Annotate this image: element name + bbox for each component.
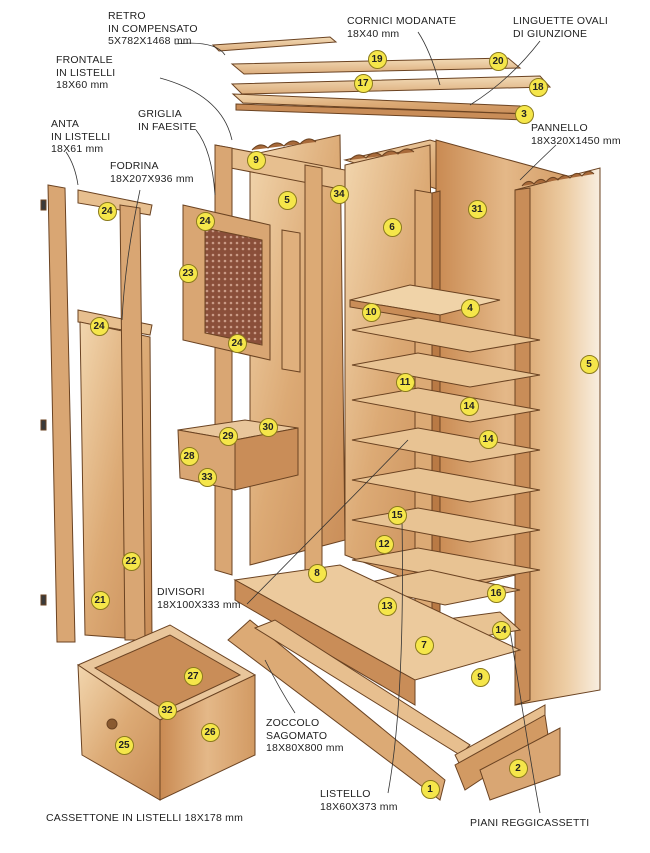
part-number-bubble: 30 [258, 417, 278, 437]
part-number-bubble: 15 [387, 505, 407, 525]
part-number-bubble: 5 [277, 190, 297, 210]
part-number-bubble: 3 [514, 104, 534, 124]
part-number-bubble: 14 [459, 396, 479, 416]
part-number-bubble: 25 [114, 735, 134, 755]
part-number-bubble: 17 [353, 73, 373, 93]
part-number-bubble: 13 [377, 596, 397, 616]
part-number-bubble: 18 [528, 77, 548, 97]
part-number-bubble: 11 [395, 372, 415, 392]
part-number-bubble: 9 [246, 150, 266, 170]
part-number-bubble: 24 [227, 333, 247, 353]
part-number-bubble: 5 [579, 354, 599, 374]
part-number-bubble: 22 [121, 551, 141, 571]
part-number-bubble: 14 [478, 429, 498, 449]
part-number-bubble: 4 [460, 298, 480, 318]
part-number-bubble: 26 [200, 722, 220, 742]
part-number-bubble: 16 [486, 583, 506, 603]
part-number-bubble: 33 [197, 467, 217, 487]
leader-lines [65, 31, 557, 814]
part-number-bubble: 9 [470, 667, 490, 687]
part-number-bubble: 29 [218, 426, 238, 446]
anta-in-listelli [40, 184, 153, 643]
part-number-bubble: 1 [420, 779, 440, 799]
cornici-modanate [211, 36, 552, 121]
part-number-bubble: 12 [374, 534, 394, 554]
fianco-destro [514, 167, 601, 706]
part-number-bubble: 27 [183, 666, 203, 686]
label-piani: PIANI REGGICASSETTI [470, 817, 590, 829]
label-cassettone: CASSETTONE IN LISTELLI 18X178 mm [46, 812, 244, 824]
part-number-bubble: 24 [97, 201, 117, 221]
part-number-bubble: 24 [89, 316, 109, 336]
part-number-bubble: 28 [179, 446, 199, 466]
cassettone-in-listelli [76, 624, 257, 801]
part-number-bubble: 32 [157, 700, 177, 720]
part-number-bubble: 6 [382, 217, 402, 237]
part-number-bubble: 10 [361, 302, 381, 322]
griglia-in-faesite [182, 204, 301, 373]
part-number-bubble: 24 [195, 211, 215, 231]
part-number-bubble: 21 [90, 590, 110, 610]
base-e-zoccolo [227, 564, 561, 801]
part-number-bubble: 8 [307, 563, 327, 583]
part-number-bubble: 14 [491, 620, 511, 640]
part-number-bubble: 23 [178, 263, 198, 283]
part-number-bubble: 31 [467, 199, 487, 219]
cassetto-piccolo [177, 419, 299, 491]
part-number-bubble: 20 [488, 51, 508, 71]
part-number-bubble: 2 [508, 758, 528, 778]
part-number-bubble: 7 [414, 635, 434, 655]
part-number-bubble: 34 [329, 184, 349, 204]
part-number-bubble: 19 [367, 49, 387, 69]
